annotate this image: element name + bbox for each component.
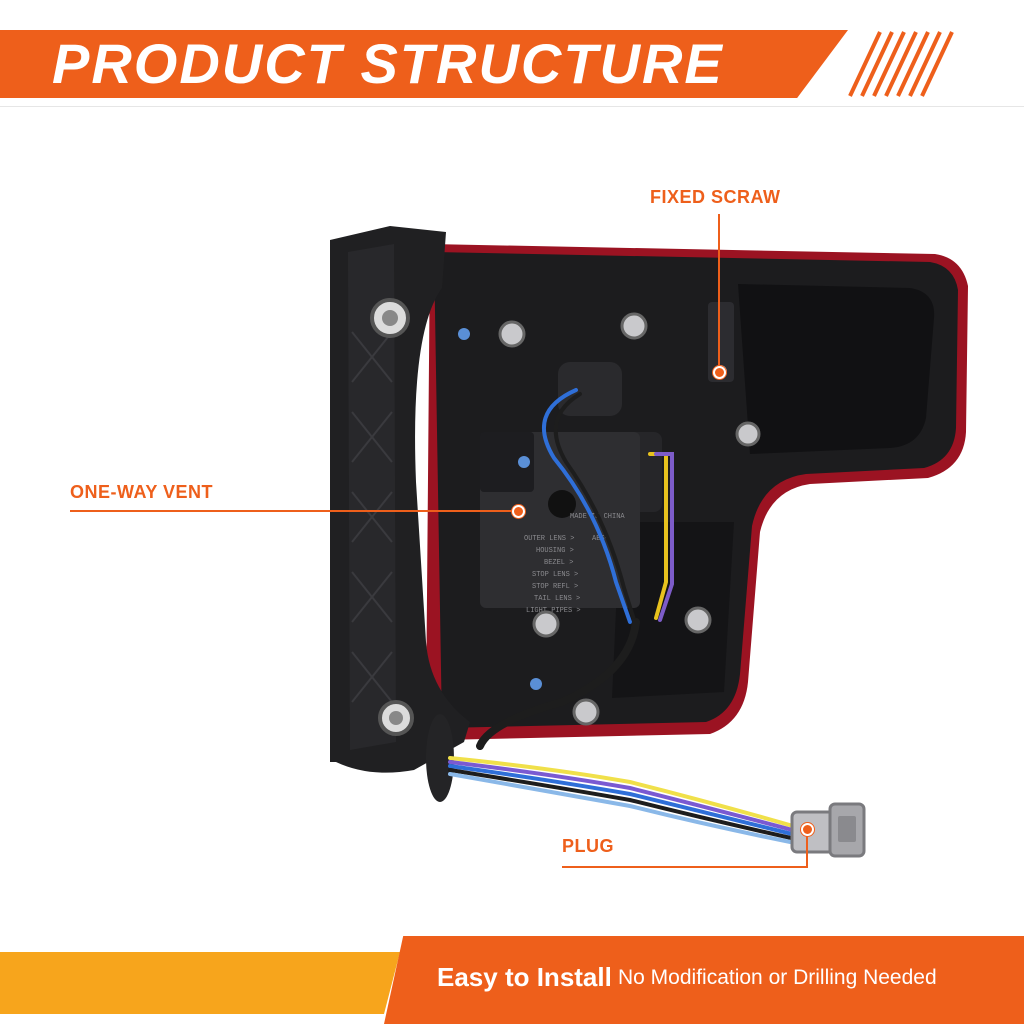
callout-fixed-screw-marker	[713, 366, 726, 379]
callout-plug-marker	[801, 823, 814, 836]
callout-vent-label: ONE-WAY VENT	[70, 482, 214, 502]
callout-plug-label: PLUG	[562, 836, 615, 856]
housing-screws	[458, 312, 761, 726]
callout-vent-marker	[512, 505, 525, 518]
module-text-outer-lens: OUTER LENS >	[524, 535, 574, 543]
footer-subtext: No Modification or Drilling Needed	[618, 966, 937, 989]
footer-banner	[384, 936, 1024, 1024]
plug-connector	[790, 802, 866, 858]
module-text-bezel: BEZEL >	[544, 559, 573, 567]
vent-hole	[548, 490, 576, 518]
callout-fixed-screw-label: FIXED SCRAW	[650, 187, 781, 207]
footer-accent-bar	[0, 952, 400, 1014]
callout-plug-line-horizontal	[562, 866, 808, 868]
callout-vent-line	[70, 510, 516, 512]
module-text-stop-lens: STOP LENS >	[532, 571, 578, 579]
page-title: PRODUCT STRUCTURE	[52, 32, 724, 95]
callout-fixed-screw-line	[718, 214, 720, 370]
tail-light-product-image: MADE IN CHINA OUTER LENS > ABS< HOUSING …	[330, 226, 968, 858]
callout-plug-line-vertical	[806, 828, 808, 868]
module-text-stop-refl: STOP REFL >	[532, 583, 578, 591]
header-divider	[0, 106, 1024, 107]
lower-chamber	[612, 522, 734, 698]
module-text-tail-lens: TAIL LENS >	[534, 595, 580, 603]
header-stripes-decoration	[848, 31, 954, 97]
module-text-light-pipes: LIGHT PIPES >	[526, 607, 581, 615]
footer-headline: Easy to Install	[437, 962, 612, 992]
grommet	[426, 714, 454, 802]
upper-chamber	[738, 284, 935, 454]
module-text-housing: HOUSING >	[536, 547, 574, 555]
header-banner	[0, 30, 848, 98]
